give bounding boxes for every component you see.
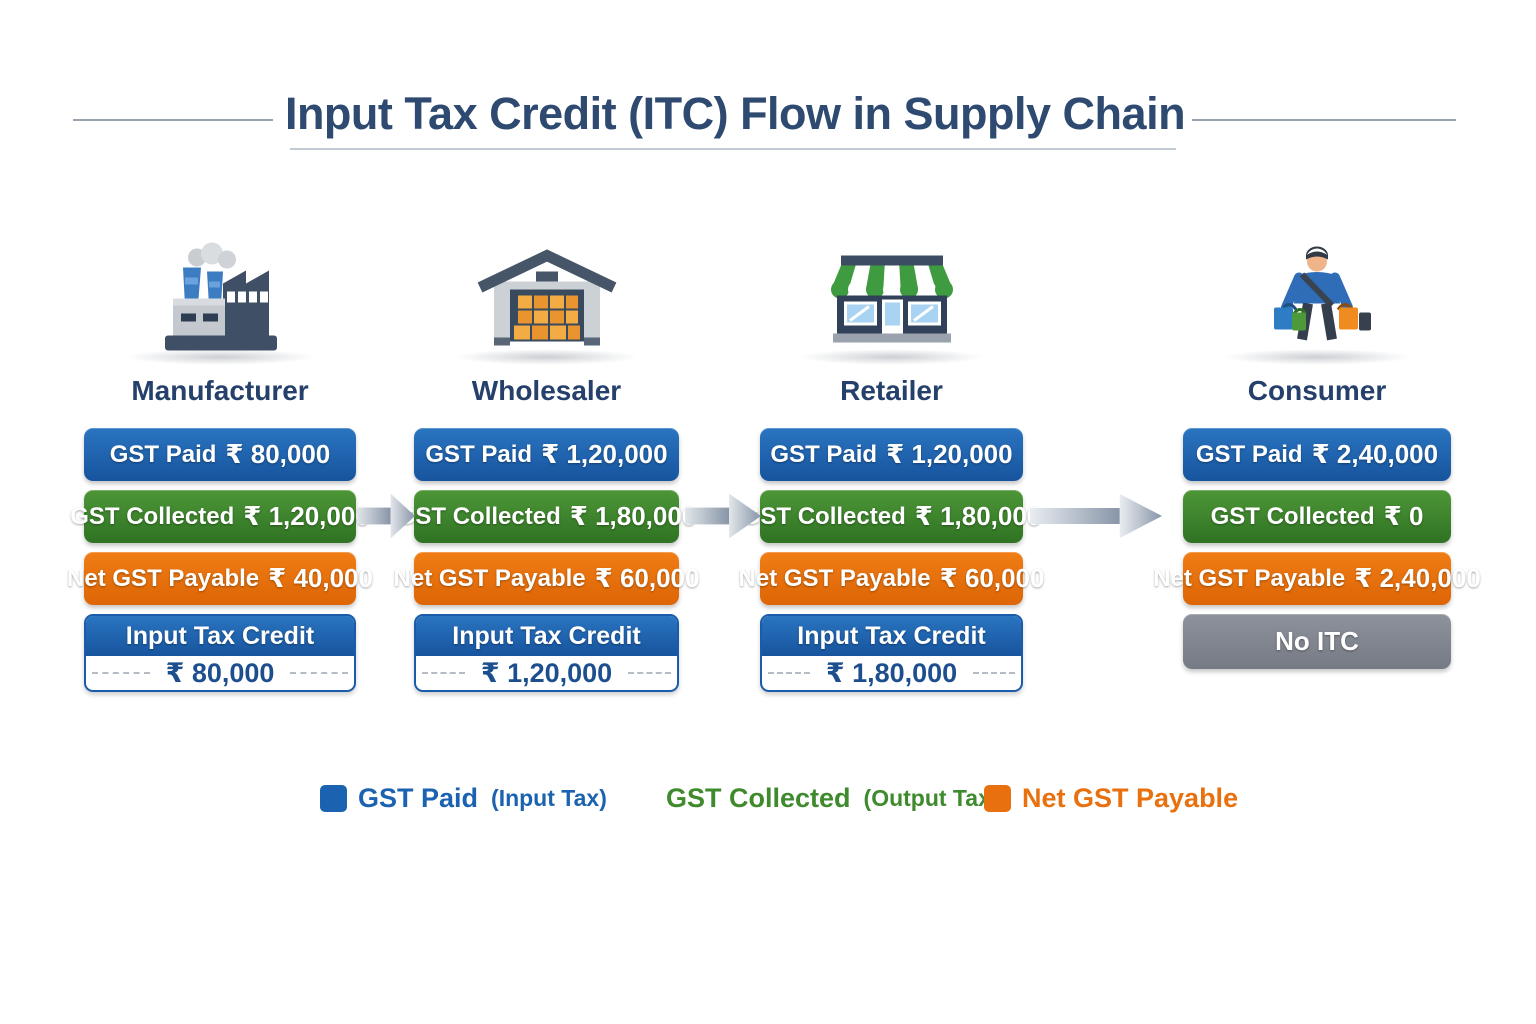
net-gst-value: ₹ 60,000 (594, 563, 700, 593)
icon-shadow (1223, 349, 1411, 365)
gst-collected-value: ₹ 1,80,000 (569, 501, 697, 531)
gst-collected-label: GST Collected (1210, 502, 1375, 530)
stage-boxes: GST Paid ₹ 80,000 GST Collected ₹ 1,20,0… (67, 428, 373, 692)
dash-line (768, 672, 810, 674)
net-gst-label: Net GST Payable (67, 564, 260, 592)
gst-paid-label: GST Paid (1195, 440, 1303, 468)
gst-paid-box: GST Paid ₹ 1,20,000 (760, 428, 1023, 481)
stage-name: Retailer (840, 375, 943, 406)
stage-name: Wholesaler (471, 375, 622, 406)
net-gst-label: Net GST Payable (738, 564, 931, 592)
legend-item-gst-paid: GST Paid (Input Tax) (320, 783, 607, 814)
gst-paid-value: ₹ 80,000 (225, 439, 331, 469)
net-gst-value: ₹ 2,40,000 (1354, 563, 1481, 593)
icon-shadow (799, 349, 984, 365)
gst-paid-box: GST Paid ₹ 1,20,000 (414, 428, 679, 481)
gst-paid-box: GST Paid ₹ 2,40,000 (1183, 428, 1451, 481)
flow-arrow-retailer-to-consumer (1030, 494, 1162, 538)
gst-collected-label: GST Collected (741, 502, 906, 530)
no-itc-label: No ITC (1275, 626, 1359, 656)
stage-icon-wrap (760, 235, 1023, 365)
shopper-icon (1242, 242, 1392, 365)
legend-swatch-orange (984, 785, 1011, 812)
net-gst-box: Net GST Payable ₹ 40,000 (67, 552, 373, 605)
icon-shadow (453, 349, 640, 365)
legend-sublabel: (Output Tax) (863, 785, 999, 811)
flow-arrow-wholesaler-to-retailer (685, 493, 761, 539)
gst-collected-value: ₹ 0 (1383, 501, 1424, 531)
input-tax-credit-card: Input Tax Credit ₹ 1,20,000 (414, 614, 679, 692)
gst-collected-value: ₹ 1,80,000 (914, 501, 1042, 531)
gst-paid-label: GST Paid (109, 440, 217, 468)
itc-value: ₹ 80,000 (165, 657, 275, 688)
stage-boxes: GST Paid ₹ 1,20,000 GST Collected ₹ 1,80… (394, 428, 699, 692)
itc-card-body: ₹ 80,000 (86, 656, 354, 690)
gst-paid-value: ₹ 1,20,000 (541, 439, 668, 469)
legend-label: Net GST Payable (1022, 783, 1239, 813)
itc-value: ₹ 1,80,000 (825, 657, 958, 688)
gst-collected-box: GST Collected ₹ 1,80,000 (397, 490, 696, 543)
net-gst-value: ₹ 60,000 (939, 563, 1045, 593)
legend-item-gst-collected: GST Collected (Output Tax) (628, 783, 999, 814)
gst-paid-label: GST Paid (425, 440, 533, 468)
input-tax-credit-card: Input Tax Credit ₹ 1,80,000 (760, 614, 1023, 692)
dash-line (973, 672, 1016, 674)
gst-paid-box: GST Paid ₹ 80,000 (84, 428, 356, 481)
legend-swatch-blue (320, 785, 347, 812)
itc-card-title: Input Tax Credit (416, 616, 677, 656)
net-gst-box: Net GST Payable ₹ 2,40,000 (1153, 552, 1481, 605)
no-itc-box: No ITC (1183, 614, 1451, 669)
gst-collected-label: GST Collected (70, 502, 235, 530)
stage-icon-wrap (414, 235, 679, 365)
gst-collected-box: GST Collected ₹ 0 (1183, 490, 1451, 543)
title-divider-left (73, 119, 273, 121)
gst-collected-value: ₹ 1,20,000 (243, 501, 370, 531)
stage-icon-wrap (1183, 235, 1451, 365)
itc-card-body: ₹ 1,20,000 (416, 656, 677, 690)
gst-paid-value: ₹ 1,20,000 (886, 439, 1013, 469)
net-gst-value: ₹ 40,000 (268, 563, 373, 593)
factory-icon (145, 242, 295, 365)
gst-paid-label: GST Paid (770, 440, 878, 468)
stage-boxes: GST Paid ₹ 1,20,000 GST Collected ₹ 1,80… (739, 428, 1044, 692)
stage-name: Consumer (1247, 375, 1387, 406)
dash-line (290, 672, 348, 674)
flow-arrow-manufacturer-to-wholesaler (357, 493, 415, 539)
gst-collected-box: GST Collected ₹ 1,80,000 (742, 490, 1041, 543)
itc-card-body: ₹ 1,80,000 (762, 656, 1021, 690)
gst-collected-box: GST Collected ₹ 1,20,000 (70, 490, 370, 543)
dash-line (92, 672, 150, 674)
gst-collected-label: GST Collected (396, 502, 561, 530)
warehouse-icon (472, 242, 622, 365)
title-underline (290, 148, 1176, 150)
stage-column-manufacturer: Manufacturer GST Paid ₹ 80,000 GST Colle… (67, 235, 373, 692)
stage-boxes: GST Paid ₹ 2,40,000 GST Collected ₹ 0 Ne… (1153, 428, 1481, 669)
stage-column-consumer: Consumer GST Paid ₹ 2,40,000 GST Collect… (1153, 235, 1481, 678)
net-gst-box: Net GST Payable ₹ 60,000 (739, 552, 1044, 605)
stage-icon-wrap (84, 235, 356, 365)
gst-paid-value: ₹ 2,40,000 (1311, 439, 1439, 469)
title-divider-right (1192, 119, 1456, 121)
header: Input Tax Credit (ITC) Flow in Supply Ch… (0, 88, 1470, 140)
page-title: Input Tax Credit (ITC) Flow in Supply Ch… (284, 88, 1186, 139)
net-gst-label: Net GST Payable (393, 564, 586, 592)
legend-label: GST Paid (358, 783, 479, 813)
stage-column-retailer: Retailer GST Paid ₹ 1,20,000 GST Collect… (739, 235, 1044, 692)
stage-column-wholesaler: Wholesaler GST Paid ₹ 1,20,000 GST Colle… (394, 235, 699, 692)
net-gst-label: Net GST Payable (1153, 564, 1346, 592)
dash-line (422, 672, 465, 674)
dash-line (628, 672, 672, 674)
legend-label: GST Collected (666, 783, 851, 813)
icon-shadow (124, 349, 316, 365)
net-gst-box: Net GST Payable ₹ 60,000 (394, 552, 699, 605)
legend-item-net-gst-payable: Net GST Payable (984, 783, 1251, 814)
legend-sublabel: (Input Tax) (491, 785, 607, 811)
storefront-icon (817, 242, 967, 365)
stage-name: Manufacturer (131, 375, 309, 406)
legend-swatch-green (628, 785, 655, 812)
itc-value: ₹ 1,20,000 (480, 657, 613, 688)
input-tax-credit-card: Input Tax Credit ₹ 80,000 (84, 614, 356, 692)
itc-card-title: Input Tax Credit (86, 616, 354, 656)
itc-card-title: Input Tax Credit (762, 616, 1021, 656)
